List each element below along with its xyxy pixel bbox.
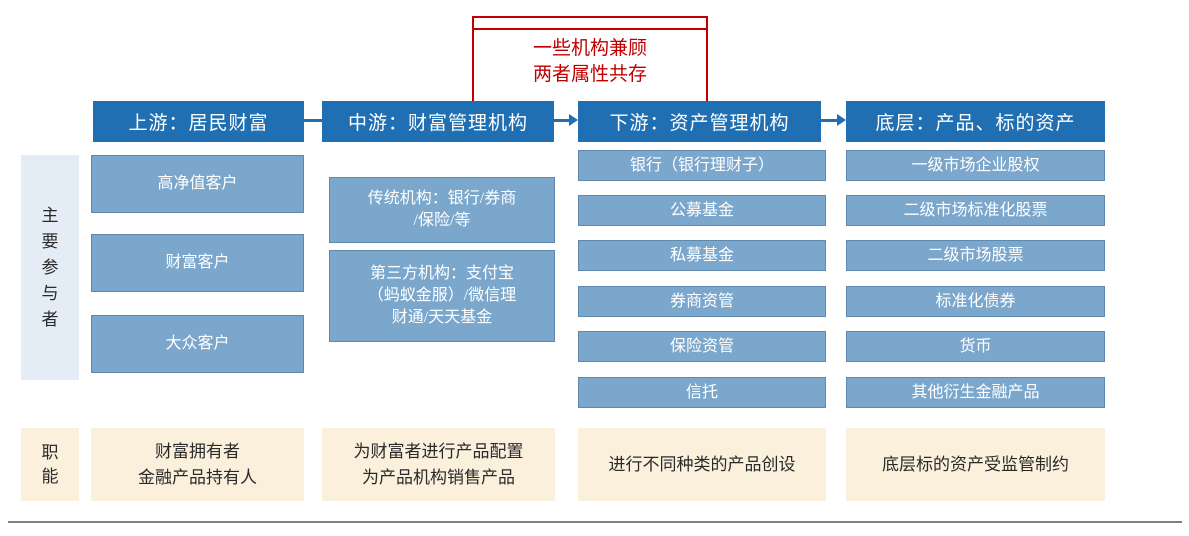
item-downstream-5[interactable]: 信托: [578, 377, 826, 408]
connector-downstream-to-underlying: [821, 119, 837, 122]
stage-header-midstream[interactable]: 中游：财富管理机构: [322, 101, 554, 142]
row-label-functions-text: 职 能: [41, 442, 59, 486]
row-label-participants: 主 要 参 与 者: [21, 155, 79, 380]
item-underlying-3[interactable]: 标准化债券: [846, 286, 1105, 317]
function-upstream: 财富拥有者 金融产品持有人: [91, 428, 304, 501]
item-upstream-1[interactable]: 财富客户: [91, 234, 304, 292]
item-underlying-1[interactable]: 二级市场标准化股票: [846, 195, 1105, 226]
function-underlying: 底层标的资产受监管制约: [846, 428, 1105, 501]
callout-bracket: [472, 16, 708, 104]
item-midstream-0[interactable]: 传统机构：银行/券商 /保险/等: [329, 177, 555, 243]
item-underlying-0[interactable]: 一级市场企业股权: [846, 150, 1105, 181]
callout-top-divider: [474, 28, 706, 30]
arrow-head-downstream-to-underlying: [837, 114, 846, 126]
row-label-functions: 职 能: [21, 428, 79, 501]
arrow-head-midstream-to-downstream: [569, 114, 578, 126]
function-downstream: 进行不同种类的产品创设: [578, 428, 826, 501]
item-downstream-2[interactable]: 私募基金: [578, 240, 826, 271]
item-downstream-0[interactable]: 银行（银行理财子）: [578, 150, 826, 181]
item-underlying-4[interactable]: 货币: [846, 331, 1105, 362]
item-underlying-5[interactable]: 其他衍生金融产品: [846, 377, 1105, 408]
item-downstream-1[interactable]: 公募基金: [578, 195, 826, 226]
callout-text: 一些机构兼顾 两者属性共存: [532, 38, 647, 85]
item-upstream-0[interactable]: 高净值客户: [91, 155, 304, 213]
item-upstream-2[interactable]: 大众客户: [91, 315, 304, 373]
item-downstream-3[interactable]: 券商资管: [578, 286, 826, 317]
item-downstream-4[interactable]: 保险资管: [578, 331, 826, 362]
stage-header-underlying[interactable]: 底层：产品、标的资产: [846, 101, 1105, 142]
stage-header-downstream[interactable]: 下游：资产管理机构: [578, 101, 821, 142]
footer-divider: [8, 521, 1182, 523]
connector-midstream-to-downstream: [554, 119, 569, 122]
function-midstream: 为财富者进行产品配置 为产品机构销售产品: [322, 428, 555, 501]
stage-header-upstream[interactable]: 上游：居民财富: [93, 101, 304, 142]
item-underlying-2[interactable]: 二级市场股票: [846, 240, 1105, 271]
item-midstream-1[interactable]: 第三方机构：支付宝 （蚂蚁金服）/微信理 财通/天天基金: [329, 250, 555, 342]
row-label-participants-text: 主 要 参 与 者: [41, 205, 59, 329]
connector-upstream-to-midstream: [304, 119, 322, 122]
